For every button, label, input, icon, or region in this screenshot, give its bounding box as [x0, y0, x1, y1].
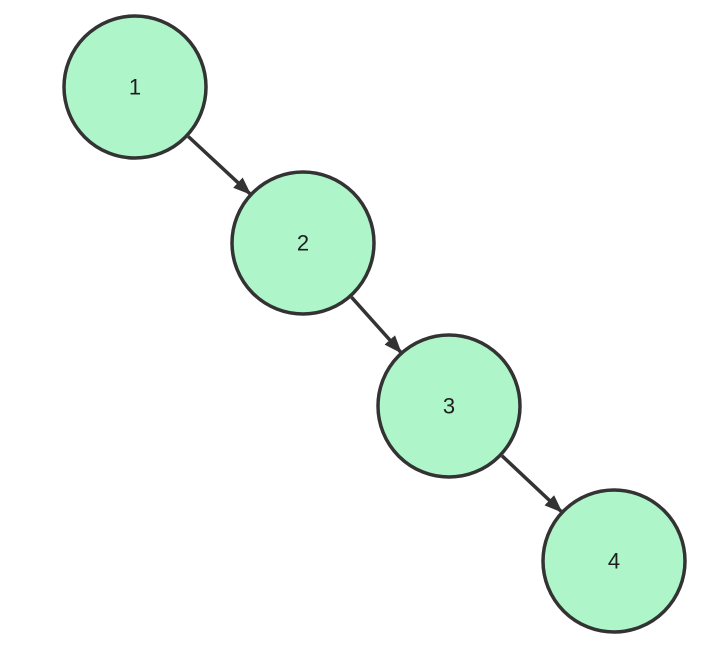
node-3-label: 3 — [443, 394, 455, 419]
node-2-circle — [230, 170, 376, 316]
edge-1-to-2 — [187, 135, 252, 196]
edges-layer — [187, 135, 563, 514]
node-1-label: 1 — [129, 75, 141, 100]
edge-3-to-4 — [500, 454, 563, 514]
node-4-label: 4 — [608, 549, 620, 574]
node-4-circle — [541, 488, 687, 634]
node-3: 3 — [376, 333, 522, 479]
node-2-label: 2 — [297, 231, 309, 256]
nodes-layer: 1 2 3 4 — [62, 14, 687, 634]
node-1: 1 — [62, 14, 208, 160]
node-2: 2 — [230, 170, 376, 316]
node-1-circle — [62, 14, 208, 160]
node-4: 4 — [541, 488, 687, 634]
node-3-circle — [376, 333, 522, 479]
edge-2-to-3 — [350, 296, 403, 354]
